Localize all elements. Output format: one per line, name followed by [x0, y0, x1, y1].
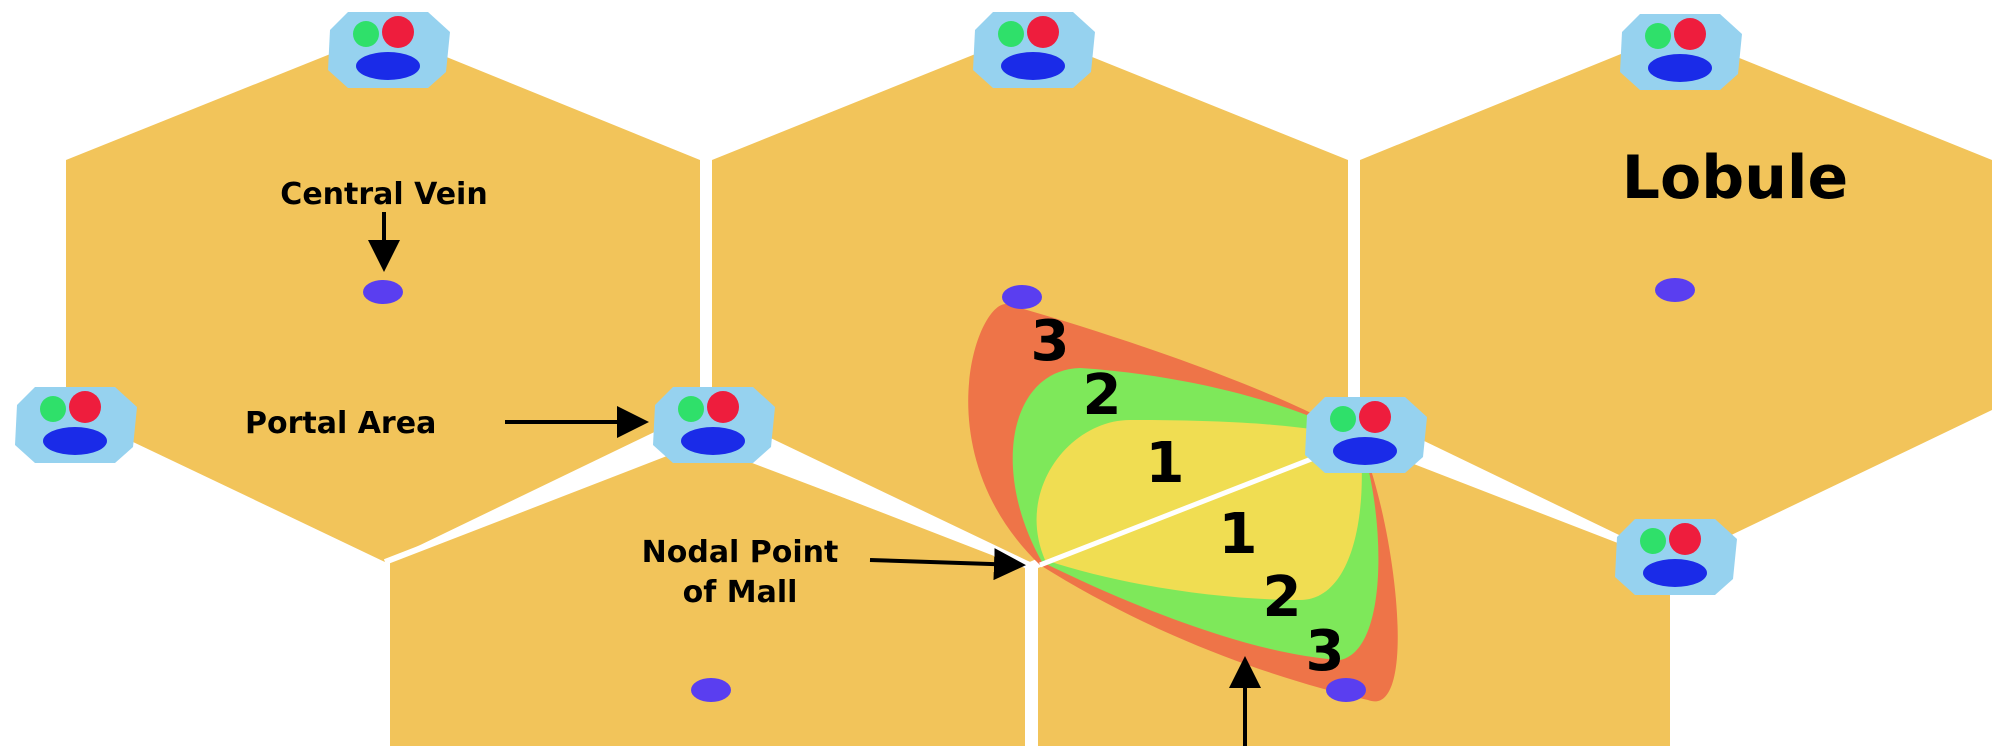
central-vein-top-middle	[1002, 285, 1042, 309]
zone-number-upper-3: 3	[1031, 309, 1070, 374]
nodal-point-label-line2: of Mall	[683, 575, 798, 610]
zone-number-lower-1: 1	[1219, 502, 1258, 567]
pointer-arrows	[368, 212, 1261, 746]
zone-1-region	[1036, 420, 1362, 600]
central-vein-label: Central Vein	[280, 177, 487, 212]
zone-number-upper-1: 1	[1146, 431, 1185, 496]
portal-area-center-left	[653, 387, 775, 463]
central-veins	[363, 278, 1695, 702]
lobule-label: Lobule	[1622, 143, 1848, 213]
portal-area-right	[1615, 519, 1737, 595]
nodal-point-arrow	[869, 548, 1026, 581]
portal-area-top-right	[1620, 14, 1742, 90]
portal-area-center-right	[1305, 397, 1427, 473]
nodal-point-label-line1: Nodal Point	[642, 535, 839, 570]
central-vein-top-left	[363, 280, 403, 304]
portal-area-top-middle	[973, 12, 1095, 88]
zone-number-lower-3: 3	[1306, 619, 1345, 684]
central-vein-top-right	[1655, 278, 1695, 302]
acinus-zones	[968, 304, 1398, 702]
portal-area-label: Portal Area	[245, 406, 436, 441]
zone-number-lower-2: 2	[1263, 565, 1302, 630]
lobule-hexagon-bottom-left	[390, 442, 1025, 746]
portal-area-far-left	[15, 387, 137, 463]
portal-area-top-left	[328, 12, 450, 88]
central-vein-bottom-right	[1326, 678, 1366, 702]
zone-number-upper-2: 2	[1083, 363, 1122, 428]
zone-divider	[1039, 437, 1361, 568]
central-vein-bottom-left	[691, 678, 731, 702]
